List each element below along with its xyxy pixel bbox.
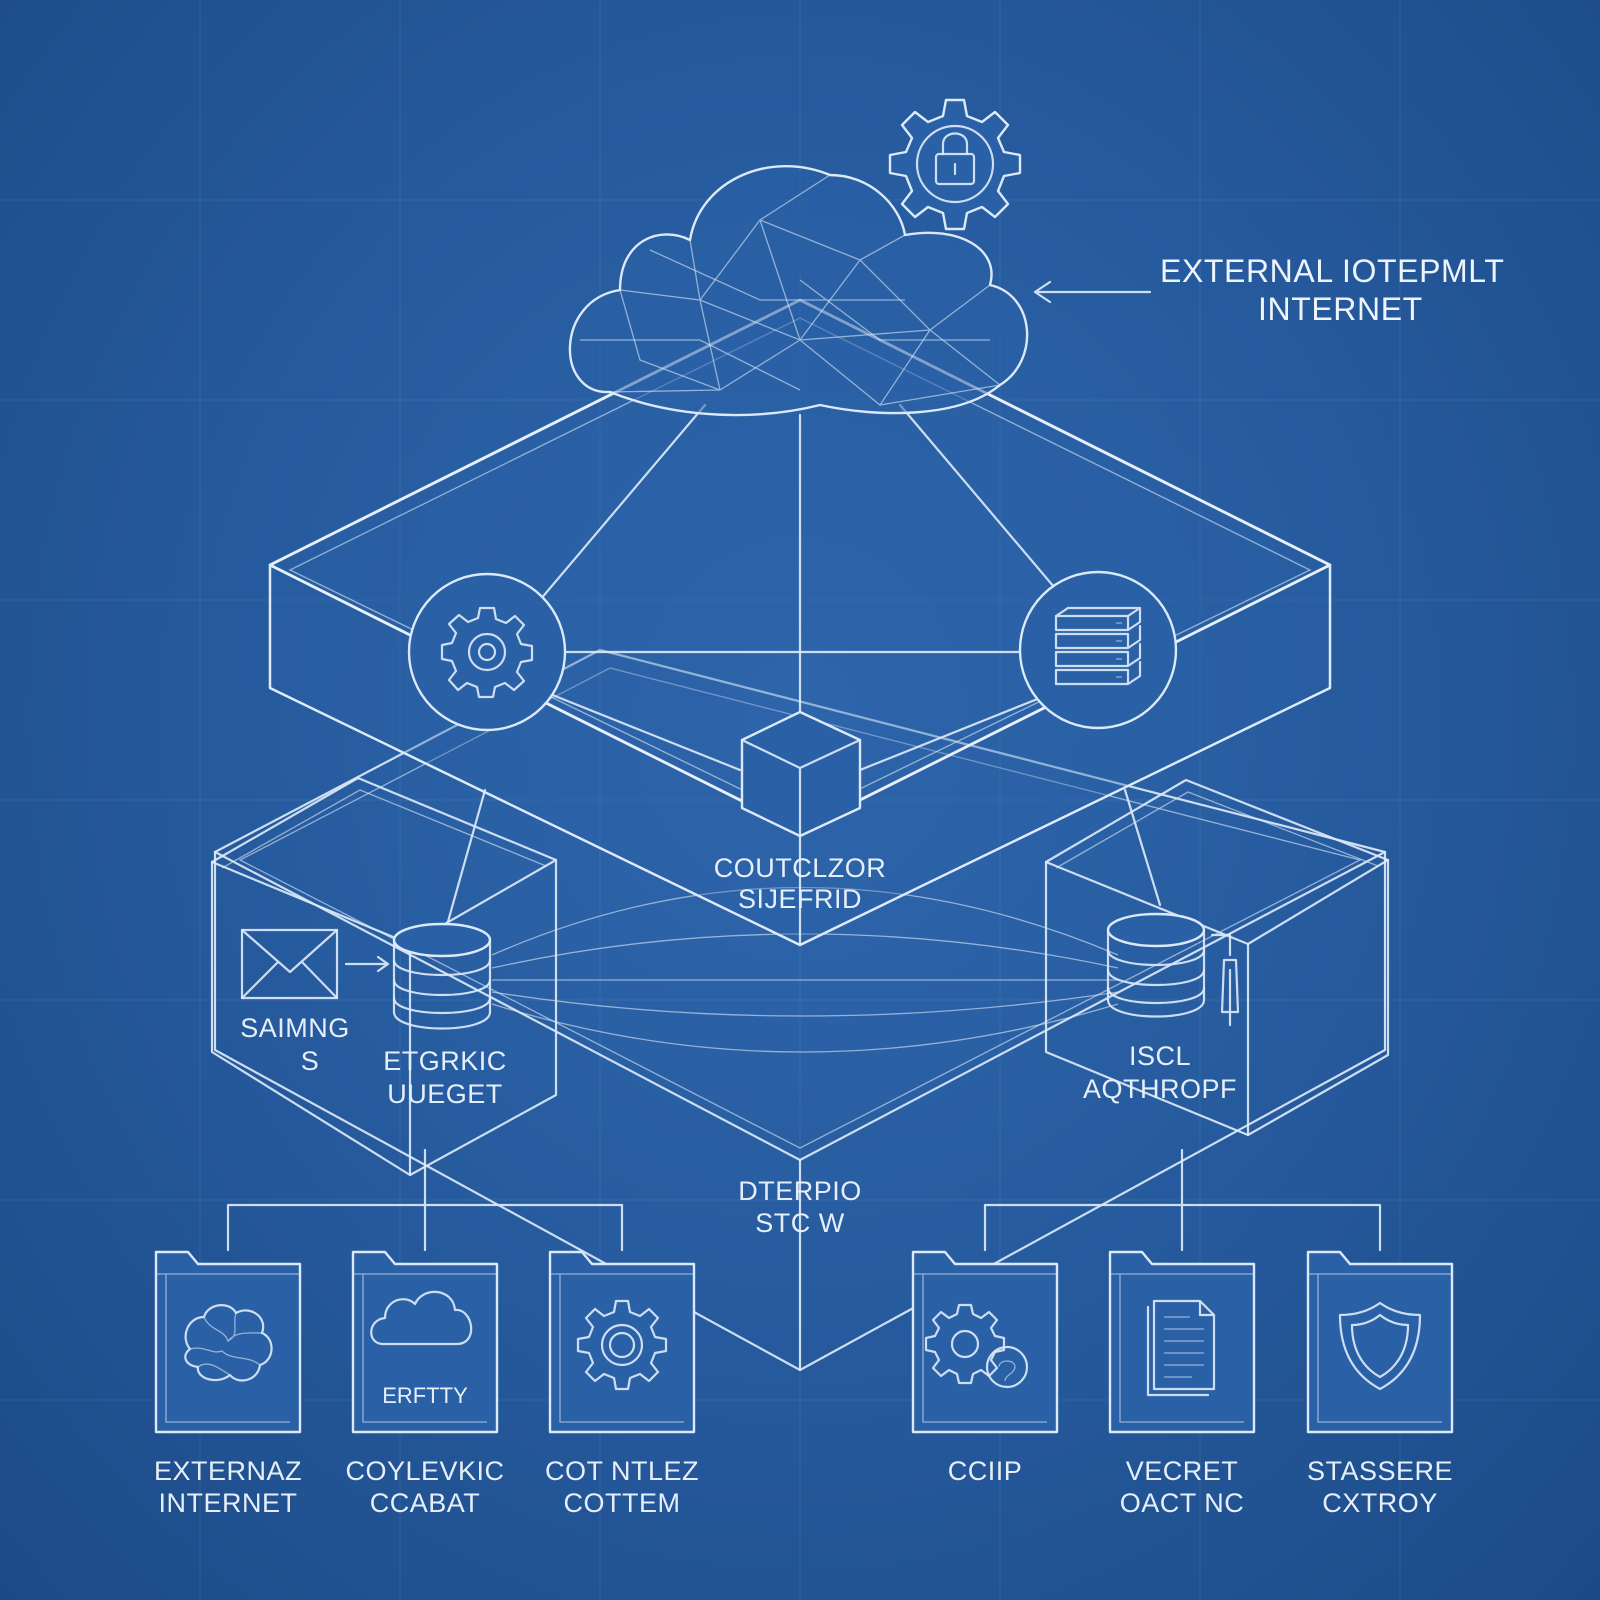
callout-label-2: INTERNET: [1258, 291, 1423, 327]
left-database-icon: [392, 922, 492, 1030]
folder-label-2: OACT NC: [1120, 1488, 1245, 1518]
folder-label-1: COT NTLEZ: [545, 1456, 699, 1486]
folder-inner-edge: [156, 1273, 300, 1423]
folder-label-2: INTERNET: [159, 1488, 298, 1518]
gear-icon: [440, 606, 534, 699]
left-gear-node: [407, 572, 567, 732]
right-server-node: [1018, 570, 1178, 730]
gears-icon: [924, 1303, 1029, 1389]
folder-label-1: VECRET: [1126, 1456, 1239, 1486]
right-db-label-1: ISCL: [1129, 1041, 1191, 1071]
left-db-label-1: ETGRKIC: [383, 1046, 507, 1076]
folder-inner-edge: [1308, 1273, 1452, 1423]
folder-label-2: CCABAT: [370, 1488, 481, 1518]
lower-center-label-2: STC W: [755, 1208, 845, 1238]
folder-label-2: CXTROY: [1322, 1488, 1438, 1518]
center-cube: [740, 710, 862, 838]
mail-label-2: S: [301, 1046, 320, 1076]
internet-cloud: [568, 165, 1029, 417]
folder-body: [1306, 1250, 1454, 1434]
callout-arrow: [1033, 280, 1152, 304]
shield-icon: [1338, 1301, 1422, 1391]
folder-inner-edge: [353, 1273, 497, 1423]
folder-label-1: EXTERNAZ: [154, 1456, 302, 1486]
right-service-box: [1044, 778, 1390, 1137]
cloud-icon: [370, 1290, 473, 1346]
folder-inner-edge: [550, 1273, 694, 1423]
padlock-icon: [934, 132, 976, 186]
folder-label-2: COTTEM: [564, 1488, 681, 1518]
center-cube-label-2: SIJEFRID: [738, 884, 862, 914]
gear-icon: [576, 1299, 668, 1391]
center-cube-label-1: COUTCLZOR: [714, 853, 887, 883]
document-icon: [1146, 1299, 1216, 1397]
folder-body: [351, 1250, 499, 1434]
right-database-icon: [1106, 912, 1206, 1018]
folder-body: [911, 1250, 1059, 1434]
security-gear: [888, 98, 1022, 231]
folder-body: [548, 1250, 696, 1434]
server-stack-icon: [1054, 606, 1142, 686]
mail-label-1: SAIMNG: [240, 1013, 350, 1043]
arrow-right-icon: [344, 955, 390, 973]
folder-label-1: STASSERE: [1307, 1456, 1453, 1486]
folder-label-1: CCIIP: [948, 1456, 1023, 1486]
left-db-label-2: UUEGET: [387, 1079, 503, 1109]
folder-inner-edge: [1110, 1273, 1254, 1423]
folder-item: CCIIP: [911, 1250, 1059, 1486]
mail-icon: [240, 928, 339, 1000]
cloud-mesh: [580, 174, 1002, 406]
right-connector-tree: [983, 1148, 1382, 1252]
lower-center-label-1: DTERPIO: [738, 1176, 862, 1206]
right-db-label-2: AQTHROPF: [1083, 1074, 1237, 1104]
usb-plug-icon: [1210, 933, 1240, 1027]
folder-label-1: COYLEVKIC: [345, 1456, 504, 1486]
callout-label-1: EXTERNAL IOTEPMLT: [1160, 253, 1504, 289]
folder-inner-label: ERFTTY: [382, 1383, 468, 1408]
left-connector-tree: [226, 1148, 624, 1252]
brain-icon: [184, 1304, 273, 1382]
folder-inner-edge: [913, 1273, 1057, 1423]
folder-body: [1108, 1250, 1256, 1434]
database-link-lines: [491, 886, 1119, 1053]
